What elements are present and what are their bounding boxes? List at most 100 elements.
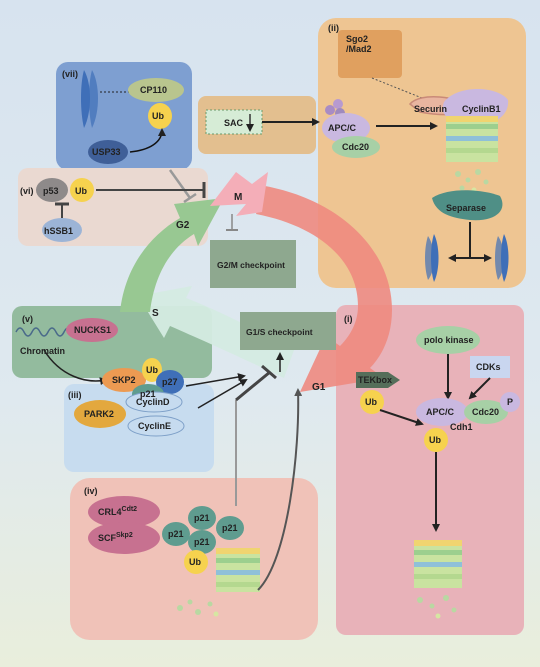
chromatin-label: Chromatin (20, 346, 65, 356)
g2-phase-label: G2 (176, 220, 190, 231)
panel-v-label: (v) (22, 314, 33, 324)
ub-i-1-label: Ub (365, 397, 377, 407)
polo-kinase-label: polo kinase (424, 335, 474, 345)
ub-i-1-shape (360, 390, 384, 414)
ub-v-label: Ub (146, 365, 158, 375)
proteasome-to-g1-arrow (257, 388, 303, 591)
panel-iii-label: (iii) (68, 390, 82, 400)
cdks-label: CDKs (476, 362, 501, 372)
p21-iv-3 (188, 530, 216, 554)
chromatin-to-skp2-arrow (43, 349, 108, 386)
panel-ii-box (318, 18, 526, 288)
skp2-shape (102, 368, 146, 392)
skp2-label: SKP2 (112, 375, 136, 385)
g1s-checkpoint-label: G1/S checkpoint (246, 327, 313, 337)
peptide-fragments-iv (177, 599, 219, 617)
cdc20-i-shape (464, 400, 508, 424)
panel-i-label: (i) (344, 314, 353, 324)
usp33-to-ub-arrow (129, 128, 166, 153)
p21-iv-4-label: p21 (222, 523, 238, 533)
p21-iv-2 (188, 506, 216, 530)
panel-ii-label: (ii) (328, 23, 339, 33)
peptide-fragments-i (417, 595, 457, 619)
sgo2-label-2: /Mad2 (346, 44, 372, 54)
iv-to-g1-inhibit (235, 370, 271, 402)
apcc-shape (322, 113, 370, 143)
panel-vii-label: (vii) (62, 69, 78, 79)
m-phase-arrow (210, 172, 268, 216)
m-phase-label: M (234, 192, 242, 203)
g2-phase-arrow (120, 198, 224, 312)
cycline-label: CyclinE (138, 421, 171, 431)
proteasome-iv (216, 548, 260, 592)
g2m-checkpoint-box (210, 240, 296, 288)
s-phase-label: S (152, 308, 159, 319)
p21-iv-2-label: p21 (194, 513, 210, 523)
p53-label: p53 (43, 186, 59, 196)
cycline-shape (127, 415, 185, 437)
tekbox-shape (356, 372, 400, 388)
tekbox-to-apcc-arrow (379, 409, 424, 426)
phospho-label: P (507, 397, 513, 407)
proteasome-ii (446, 116, 498, 162)
p21-iv-3-label: p21 (194, 537, 210, 547)
p21-iv-4 (216, 516, 244, 540)
ub-iv-label: Ub (189, 557, 201, 567)
ub-v-shape (142, 358, 162, 382)
usp33-label: USP33 (92, 147, 121, 157)
separase-label: Separase (446, 203, 486, 213)
scf-shape (88, 522, 160, 554)
p27-shape (156, 370, 184, 394)
cdks-box (470, 356, 510, 378)
crl4-label: CRL4Cdt2 (98, 506, 137, 517)
nucks1-label: NUCKS1 (74, 325, 111, 335)
ub-vii-label: Ub (152, 111, 164, 121)
p53-shape (36, 178, 68, 202)
sgo2-label-1: Sgo2 (346, 34, 368, 44)
g1-phase-label: G1 (312, 382, 326, 393)
apcc-subunit (333, 99, 343, 109)
p27-label: p27 (162, 377, 178, 387)
apcc-i-shape (416, 398, 468, 426)
apcc-ii-label: APC/C (328, 123, 357, 133)
sac-label: SAC (224, 118, 244, 128)
cdc20-i-label: Cdc20 (472, 407, 499, 417)
ub-i-2-shape (424, 428, 448, 452)
s-phase-arrow (138, 286, 294, 378)
panel-iv-label: (iv) (84, 486, 98, 496)
cyclind-label: CyclinD (136, 397, 170, 407)
apcc-i-label: APC/C (426, 407, 455, 417)
p21-iv-1-label: p21 (168, 529, 184, 539)
g2m-checkpoint-label: G2/M checkpoint (217, 260, 285, 270)
cp110-label: CP110 (140, 85, 167, 95)
apcc-subunit (325, 105, 335, 115)
sgo2-mad2-box (338, 30, 402, 78)
phospho-shape (500, 392, 520, 412)
scf-label: SCFSkp2 (98, 532, 133, 543)
ub-vii-shape (148, 103, 172, 129)
chromosome-right-ii (495, 234, 509, 282)
p21-v-label: p21 (140, 389, 156, 399)
iii-to-g1-arrow (197, 378, 248, 409)
separase-shape (432, 190, 503, 221)
chromosome-vii (81, 70, 98, 128)
cyclind-shape (125, 391, 183, 413)
ub-vi-shape (70, 178, 94, 202)
ub-iv-shape (184, 550, 208, 574)
nucks1-shape (66, 318, 118, 342)
p21-iv-1 (162, 522, 190, 546)
ub-vi-label: Ub (75, 186, 87, 196)
m-to-g1-arrow (256, 186, 392, 392)
ub-i-2-label: Ub (429, 435, 441, 445)
vii-to-g2-inhibit (168, 169, 192, 199)
securin-label: Securin (414, 104, 447, 114)
hssb1-label: hSSB1 (44, 226, 73, 236)
panel-vi-label: (vi) (20, 186, 34, 196)
cdks-to-apcc-arrow (468, 377, 491, 400)
chromatin-fiber (15, 327, 73, 337)
tekbox-label: TEKbox (358, 375, 392, 385)
cdc20-ii-label: Cdc20 (342, 142, 369, 152)
cyclinb1-label: CyclinB1 (462, 104, 501, 114)
